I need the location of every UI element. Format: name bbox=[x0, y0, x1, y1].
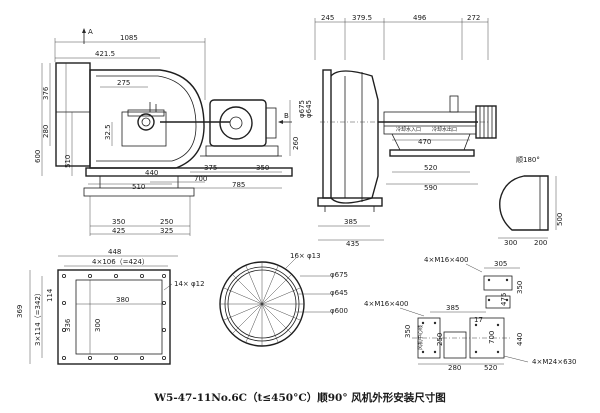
dim-600: 600 bbox=[34, 150, 42, 163]
dim-rot-500: 500 bbox=[556, 213, 564, 226]
dim-plan-520: 520 bbox=[484, 364, 497, 372]
dim-470: 470 bbox=[418, 138, 431, 146]
dim-32-5: 32.5 bbox=[104, 124, 112, 140]
dim-421-5: 421.5 bbox=[95, 50, 115, 58]
dim-590: 590 bbox=[424, 184, 437, 192]
rotation-view: 顺180° 500 300 200 bbox=[498, 156, 564, 247]
dim-245: 245 bbox=[321, 14, 334, 22]
dim-base-325: 325 bbox=[160, 227, 173, 235]
dim-350: 350 bbox=[256, 164, 269, 172]
dim-700: 700 bbox=[194, 175, 207, 183]
dim-plan-350: 350 bbox=[516, 281, 524, 294]
dim-plan-700: 700 bbox=[488, 331, 496, 344]
dim-375: 375 bbox=[204, 164, 217, 172]
dim-300: 300 bbox=[94, 319, 102, 332]
label-holes-14-phi-12: 14× φ12 bbox=[174, 280, 205, 288]
dim-plan-305: 305 bbox=[494, 260, 507, 268]
dim-base-250: 250 bbox=[160, 218, 173, 226]
dim-plan-440: 440 bbox=[516, 333, 524, 346]
label-cooling-water-inlet: 冷却水入口 bbox=[396, 126, 421, 133]
dim-1085: 1085 bbox=[120, 34, 138, 42]
dim-inlet-phi-675: φ675 bbox=[330, 271, 348, 279]
dim-plan-250: 250 bbox=[436, 333, 444, 346]
inlet-flange-view: 16× φ13 φ675 φ645 φ600 bbox=[219, 252, 348, 347]
dim-275: 275 bbox=[117, 79, 130, 87]
front-view: 245 379.5 496 272 冷却水入口 冷却水出口 470 52 bbox=[314, 14, 497, 248]
dim-380: 380 bbox=[116, 296, 129, 304]
dim-369: 369 bbox=[16, 305, 24, 318]
dim-114: 114 bbox=[46, 288, 54, 302]
dim-plan-17: 17 bbox=[474, 316, 483, 324]
view-b-arrow-label: B bbox=[284, 112, 289, 120]
dim-phi-645: φ645 bbox=[305, 100, 313, 118]
label-rotation-180: 顺180° bbox=[516, 156, 540, 164]
flange-bolt-holes bbox=[62, 273, 166, 360]
label-bolt-mid: 4×M16×400 bbox=[364, 300, 409, 308]
side-view: 1085 421.5 275 A bbox=[34, 28, 313, 236]
dim-260: 260 bbox=[292, 137, 300, 150]
label-bolt-top: 4×M16×400 bbox=[424, 256, 469, 264]
foundation-plan-view: 4×M16×400 305 350 4×M16×400 385 475 17 风… bbox=[364, 256, 577, 372]
label-cooling-water-outlet: 冷却水出口 bbox=[432, 126, 457, 133]
dim-435: 435 bbox=[346, 240, 359, 248]
dim-base-425: 425 bbox=[112, 227, 125, 235]
flange-radial-lines bbox=[220, 262, 304, 346]
dim-base-350: 350 bbox=[112, 218, 125, 226]
dim-rot-200: 200 bbox=[534, 239, 547, 247]
dim-448: 448 bbox=[108, 248, 121, 256]
dim-272: 272 bbox=[467, 14, 480, 22]
label-fan-centerline: 风机中心线 bbox=[417, 325, 424, 350]
dim-510-h: 510 bbox=[64, 155, 72, 168]
dim-280: 280 bbox=[42, 125, 50, 138]
outlet-flange-view: 448 4×106（=424） 369 3×114（=342） 114 300 … bbox=[16, 248, 205, 365]
dim-785: 785 bbox=[232, 181, 245, 189]
dim-rot-300: 300 bbox=[504, 239, 517, 247]
dim-336: 336 bbox=[64, 318, 72, 332]
label-holes-16-phi-13: 16× φ13 bbox=[290, 252, 321, 260]
dim-379-5: 379.5 bbox=[352, 14, 372, 22]
drawing-caption: W5-47-11No.6C（t≤450°C）顺90° 风机外形安装尺寸图 bbox=[153, 391, 445, 404]
dim-holes-top: 4×106（=424） bbox=[92, 258, 149, 266]
view-a-arrow-label: A bbox=[88, 28, 93, 36]
label-bolt-bottom: 4×M24×630 bbox=[532, 358, 577, 366]
dim-inlet-phi-645: φ645 bbox=[330, 289, 348, 297]
dim-plan-350b: 350 bbox=[404, 325, 412, 338]
dim-plan-475: 475 bbox=[500, 293, 508, 306]
dim-440: 440 bbox=[145, 169, 158, 177]
dim-plan-385: 385 bbox=[446, 304, 459, 312]
dim-plan-280: 280 bbox=[448, 364, 461, 372]
dim-inlet-phi-600: φ600 bbox=[330, 307, 348, 315]
dim-holes-side: 3×114（=342） bbox=[34, 289, 42, 346]
dim-376: 376 bbox=[42, 86, 50, 100]
dim-385: 385 bbox=[344, 218, 357, 226]
dim-510: 510 bbox=[132, 183, 145, 191]
dim-phi-675: φ675 bbox=[298, 100, 306, 118]
dim-520: 520 bbox=[424, 164, 437, 172]
dim-496: 496 bbox=[413, 14, 427, 22]
